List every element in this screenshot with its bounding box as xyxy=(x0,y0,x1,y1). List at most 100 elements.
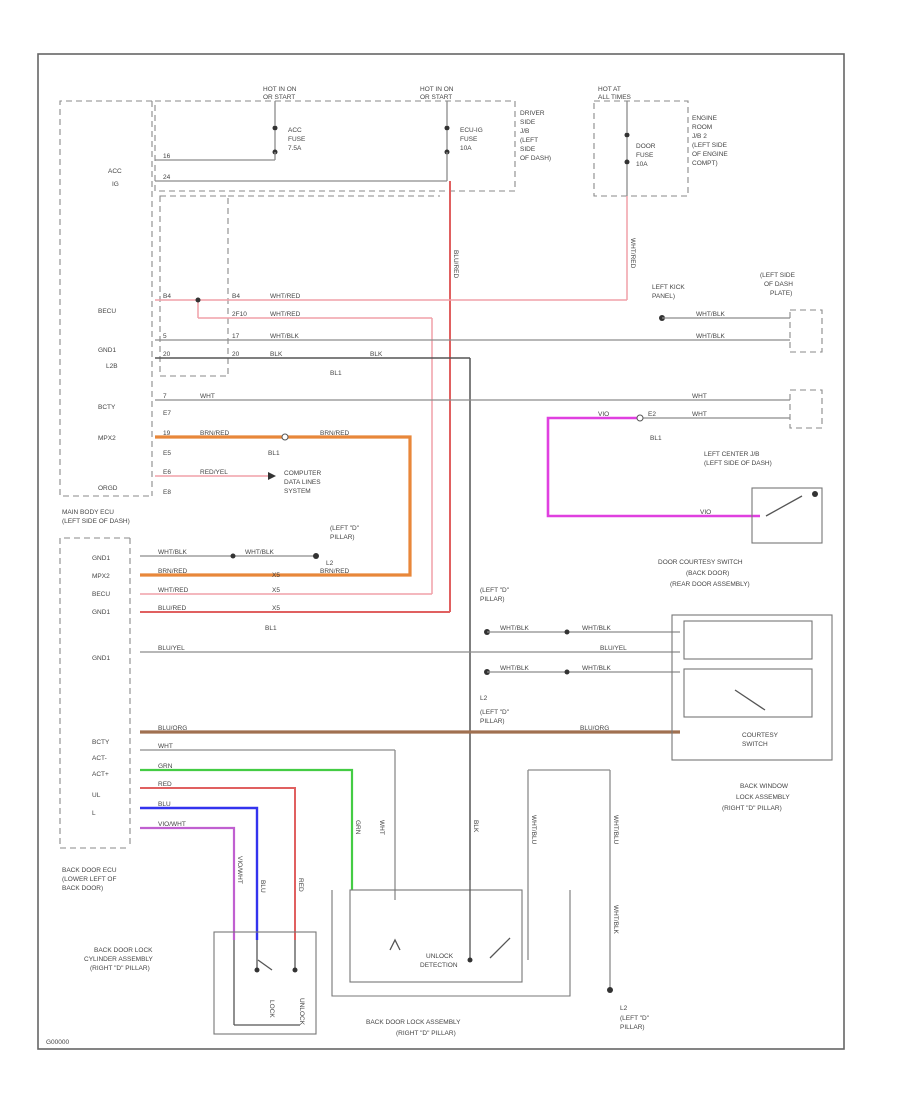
pin-e2-label: E2 xyxy=(648,411,656,418)
pin-x5-label: X5 xyxy=(272,605,280,612)
mpx2-wire: 19 E5 BRN/RED BRN/RED BL1 xyxy=(140,430,412,577)
computer-c-label: SYSTEM xyxy=(284,488,311,495)
pin-bcty2-label: BCTY xyxy=(92,739,110,746)
wht-red-label: WHT/RED xyxy=(158,587,189,594)
pin-acc-label: ACC xyxy=(108,168,122,175)
blu-yel-label: BLU/YEL xyxy=(600,645,627,652)
wht-label: WHT xyxy=(692,393,707,400)
vio-wht-label: VIO/WHT xyxy=(236,856,243,884)
left-d-pillar-b-label: PILLAR) xyxy=(330,534,355,541)
wht-blk-label: WHT/BLK xyxy=(696,311,726,318)
unlock-label-label: UNLOCK xyxy=(298,998,305,1026)
wht-red-label: WHT/RED xyxy=(270,293,301,300)
pin-24-label: 24 xyxy=(163,174,171,181)
left-d-pillar-a-label: (LEFT "D" xyxy=(330,525,360,532)
computer-b-label: DATA LINES xyxy=(284,479,321,486)
hot-ecu-a-label: HOT IN ON xyxy=(420,86,454,93)
engine-room-d-label: (LEFT SIDE xyxy=(692,142,728,149)
cyl-a-label: BACK DOOR LOCK xyxy=(94,947,153,954)
red-yel-label: RED/YEL xyxy=(200,469,228,476)
vio-wht-label: VIO/WHT xyxy=(158,821,186,828)
left-kick-panel-ground: LEFT KICK PANEL) WHT/BLK WHT/BLK (LEFT S… xyxy=(652,272,823,353)
ecuig-fuse-a-label: ECU-IG xyxy=(460,127,483,134)
pin-7-label: 7 xyxy=(163,393,167,400)
door-courtesy-c-label: (REAR DOOR ASSEMBLY) xyxy=(670,581,750,588)
courtesy-switch-b-label: SWITCH xyxy=(742,741,768,748)
diagram-frame xyxy=(37,53,845,1050)
fuse-block-driver-side-jb: HOT IN ON OR START HOT IN ON OR START DR… xyxy=(154,86,551,192)
figure-id: G00000 xyxy=(46,1039,70,1046)
driver-side-jb-b-label: SIDE xyxy=(520,119,536,126)
pin-17-label: 17 xyxy=(232,333,240,340)
acc-fuse-b-label: FUSE xyxy=(288,136,306,143)
pin-becu-label: BECU xyxy=(98,308,116,315)
driver-side-jb-d-label: (LEFT xyxy=(520,137,538,144)
wht-blk-label: WHT/BLK xyxy=(158,549,188,556)
orgd-computer-data-lines: E6 E8 RED/YEL COMPUTER DATA LINES SYSTEM xyxy=(155,469,322,496)
l2-left-d-b-label: (LEFT "D" xyxy=(480,709,510,716)
wht-red-label: WHT/RED xyxy=(629,238,636,269)
back-window-b-label: LOCK ASSEMBLY xyxy=(736,794,790,801)
pin-l2b-label: L2B xyxy=(106,363,118,370)
becu-wires: B4 B4 2F10 WHT/RED WHT/RED xyxy=(155,293,627,594)
hot-at-all-a-label: HOT AT xyxy=(598,86,621,93)
left-center-jb-wiring: VIO E2 BL1 VIO LEFT CENTER J/B (LEFT SID… xyxy=(546,411,823,544)
brn-red-label: BRN/RED xyxy=(320,430,350,437)
wht-blk-label: WHT/BLK xyxy=(582,625,612,632)
left-center-jb-b-label: (LEFT SIDE OF DASH) xyxy=(704,460,772,467)
engine-room-e-label: OF ENGINE xyxy=(692,151,728,158)
engine-room-f-label: COMPT) xyxy=(692,160,718,167)
blu-red-label: BLU/RED xyxy=(158,605,186,612)
pin-ul-label: UL xyxy=(92,792,101,799)
back-door-lock-a-label: BACK DOOR LOCK ASSEMBLY xyxy=(366,1019,461,1026)
pin-5-label: 5 xyxy=(163,333,167,340)
pin-2f10-label: 2F10 xyxy=(232,311,247,318)
pin-20-label: 20 xyxy=(163,351,171,358)
blk-label: BLK xyxy=(472,820,479,833)
left-d-pillar2-b-label: PILLAR) xyxy=(480,596,505,603)
back-door-ecu-c-label: BACK DOOR) xyxy=(62,885,103,892)
acc-fuse-a-label: ACC xyxy=(288,127,302,134)
blu-label: BLU xyxy=(158,801,171,808)
pin-b4-label: B4 xyxy=(163,293,171,300)
vio-label: VIO xyxy=(598,411,609,418)
left-d-pillar2-a-label: (LEFT "D" xyxy=(480,587,510,594)
wht-blk-label: WHT/BLK xyxy=(500,665,530,672)
vio-label: VIO xyxy=(700,509,711,516)
door-courtesy-b-label: (BACK DOOR) xyxy=(686,570,729,577)
pin-19-label: 19 xyxy=(163,430,171,437)
pin-x5-label: X5 xyxy=(272,572,280,579)
wht-label: WHT xyxy=(200,393,215,400)
brn-red-label: BRN/RED xyxy=(158,568,188,575)
wht-blk-label: WHT/BLK xyxy=(696,333,726,340)
main-body-ecu-upper: ACC IG BECU GND1 L2B BCTY MPX2 ORGD xyxy=(59,100,153,497)
hot-ecu-b-label: OR START xyxy=(420,94,452,101)
pin-becu-label: BECU xyxy=(92,591,110,598)
engine-room-a-label: ENGINE xyxy=(692,115,718,122)
back-door-lock-cylinder: BACK DOOR LOCK CYLINDER ASSEMBLY (RIGHT … xyxy=(84,931,317,1035)
pin-act-plus-label: ACT+ xyxy=(92,771,109,778)
pin-ig-label: IG xyxy=(112,181,119,188)
pin-l-label: L xyxy=(92,810,96,817)
wht-blk-label: WHT/BLK xyxy=(612,905,619,935)
pin-orgd-label: ORGD xyxy=(98,485,118,492)
l2-bottom-c-label: PILLAR) xyxy=(620,1024,645,1031)
wht-label: WHT xyxy=(692,411,707,418)
left-side-dash-a-label: (LEFT SIDE xyxy=(760,272,796,279)
back-door-lock-cylinder-wires: GRN GRN RED RED BLU BLU VIO/WHT VIO/WHT xyxy=(140,763,361,940)
fuse-block-engine-room-jb: HOT AT ALL TIMES DOOR FUSE 10A ENGINE RO… xyxy=(593,86,728,197)
l2-bottom-a-label: L2 xyxy=(620,1005,628,1012)
pin-gnd1-label: GND1 xyxy=(92,609,110,616)
engine-room-b-label: ROOM xyxy=(692,124,712,131)
left-side-dash-c-label: PLATE) xyxy=(770,290,792,297)
back-door-ecu-b-label: (LOWER LEFT OF xyxy=(62,876,116,883)
gnd1-l2b-wires: 5 17 WHT/BLK 20 20 BLK BLK BL1 xyxy=(155,333,790,880)
wht-red-label: WHT/RED xyxy=(270,311,301,318)
grn-label: GRN xyxy=(354,820,361,835)
cyl-b-label: CYLINDER ASSEMBLY xyxy=(84,956,154,963)
red-label: RED xyxy=(158,781,172,788)
l2-left-d-c-label: PILLAR) xyxy=(480,718,505,725)
cyl-c-label: (RIGHT "D" PILLAR) xyxy=(90,965,150,972)
pin-e7-label: E7 xyxy=(163,410,171,417)
